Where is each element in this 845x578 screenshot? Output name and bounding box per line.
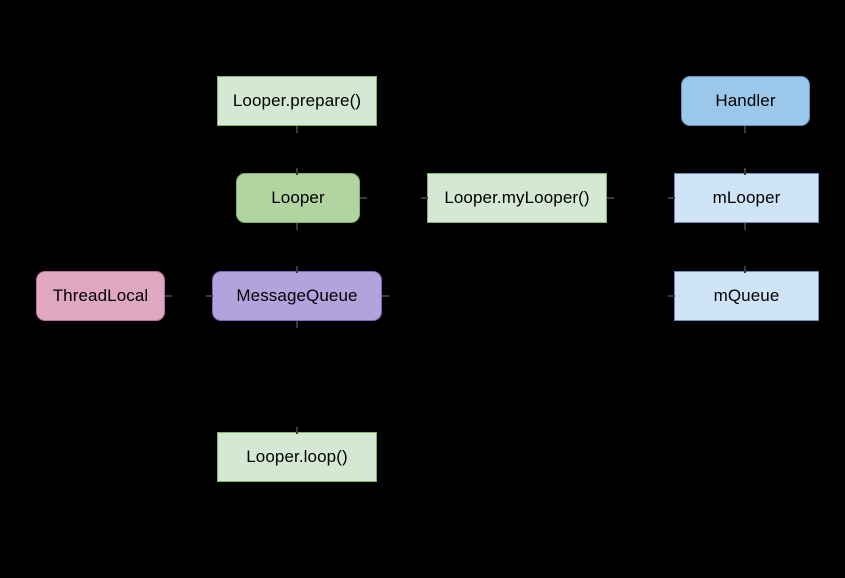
node-label: mLooper (712, 187, 781, 207)
node-messagequeue[interactable]: MessageQueue (212, 271, 382, 321)
node-label: mQueue (713, 285, 780, 305)
edge-messagequeue-to-loop (297, 321, 299, 432)
node-looper-prepare[interactable]: Looper.prepare() (217, 76, 377, 126)
node-label: Looper.loop() (246, 446, 348, 466)
node-label: Looper (271, 187, 325, 207)
node-looper-loop[interactable]: Looper.loop() (217, 432, 377, 482)
connector-stub-looper-bottom (296, 223, 298, 230)
edge-mlooper-to-mqueue (745, 223, 747, 271)
edge-mylooper-to-mlooper (607, 197, 674, 199)
connector-stub-handler-bottom (744, 126, 746, 133)
node-mlooper[interactable]: mLooper (674, 173, 819, 223)
node-label: MessageQueue (236, 285, 358, 305)
node-label: Handler (715, 90, 776, 110)
node-label: Looper.myLooper() (444, 187, 590, 207)
node-threadlocal[interactable]: ThreadLocal (36, 271, 165, 321)
connector-stub-messagequeue-right (382, 295, 389, 297)
edge-prepare-to-looper (297, 126, 299, 173)
node-mqueue[interactable]: mQueue (674, 271, 819, 321)
node-label: Looper.prepare() (232, 90, 362, 110)
node-looper-mylooper[interactable]: Looper.myLooper() (427, 173, 607, 223)
node-handler[interactable]: Handler (681, 76, 810, 126)
edge-threadlocal-to-messagequeue (165, 295, 212, 297)
connector-stub-threadlocal-right (165, 295, 172, 297)
node-looper[interactable]: Looper (236, 173, 360, 223)
connector-stub-messagequeue-bottom (296, 321, 298, 328)
connector-stub-mlooper-bottom (744, 223, 746, 230)
connector-stub-looper-right (360, 197, 367, 199)
connector-stub-prepare-bottom (296, 126, 298, 133)
node-label: ThreadLocal (52, 285, 149, 305)
edge-handler-to-mlooper (745, 126, 747, 173)
connector-stub-mylooper-right (607, 197, 614, 199)
edge-mylooper-to-looper (360, 197, 427, 199)
edge-looper-to-messagequeue (297, 223, 299, 271)
